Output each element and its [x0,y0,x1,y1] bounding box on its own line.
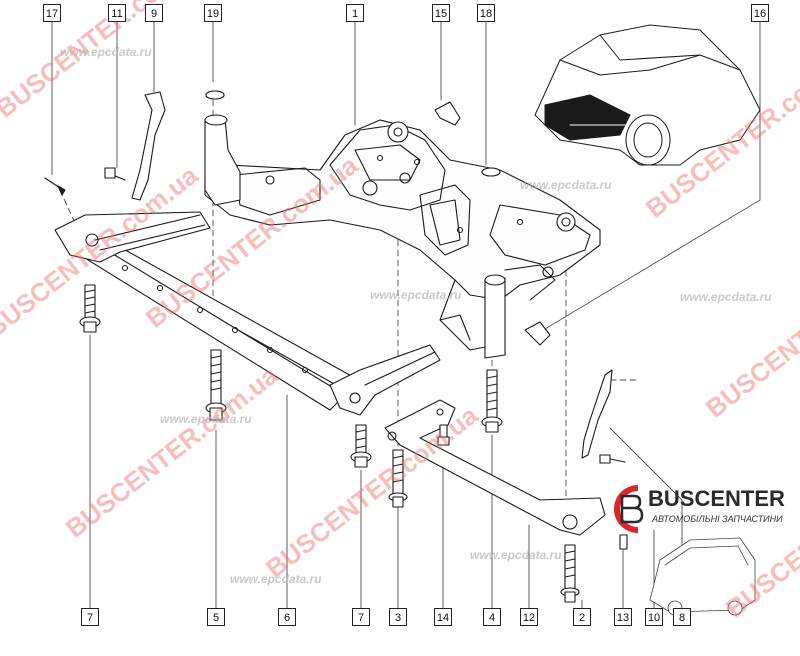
bolts [44,167,628,603]
washers [205,90,501,177]
callout-5: 5 [207,608,225,626]
callout-6: 6 [278,608,296,626]
left-arm-bracket [54,211,211,263]
callout-13: 13 [614,608,632,626]
stay-bar [131,91,613,459]
callout-17: 17 [43,4,61,22]
car-location-thumbnail [534,24,761,166]
callout-10: 10 [645,608,663,626]
callout-7-right: 7 [352,608,370,626]
callout-15: 15 [432,4,450,22]
callout-1: 1 [346,4,364,22]
callout-14: 14 [434,608,452,626]
callout-18: 18 [477,4,495,22]
bracket-16 [524,321,551,346]
callout-19: 19 [204,4,222,22]
callout-12: 12 [520,608,538,626]
subframe-body [204,119,601,351]
minibus-outline [649,537,756,616]
logo-title: BUSCENTER [648,486,785,511]
callout-16: 16 [751,4,769,22]
callout-8: 8 [673,608,691,626]
left-mount-tower [204,90,241,206]
logo-subtitle: АВТОМОБІЛЬНІ ЗАПЧАСТИНИ [652,514,783,524]
bracket-15 [434,101,461,126]
logo-mark-icon [614,485,644,533]
callout-7-left: 7 [81,608,99,626]
callout-11: 11 [108,4,126,22]
lower-brace [384,399,606,536]
callout-4: 4 [483,608,501,626]
callout-2: 2 [573,608,591,626]
callout-9: 9 [145,4,163,22]
callout-3: 3 [389,608,407,626]
buscenter-logo: BUSCENTER АВТОМОБІЛЬНІ ЗАПЧАСТИНИ [608,485,798,646]
right-arm-bracket [329,344,441,416]
leader-lines [51,21,761,609]
